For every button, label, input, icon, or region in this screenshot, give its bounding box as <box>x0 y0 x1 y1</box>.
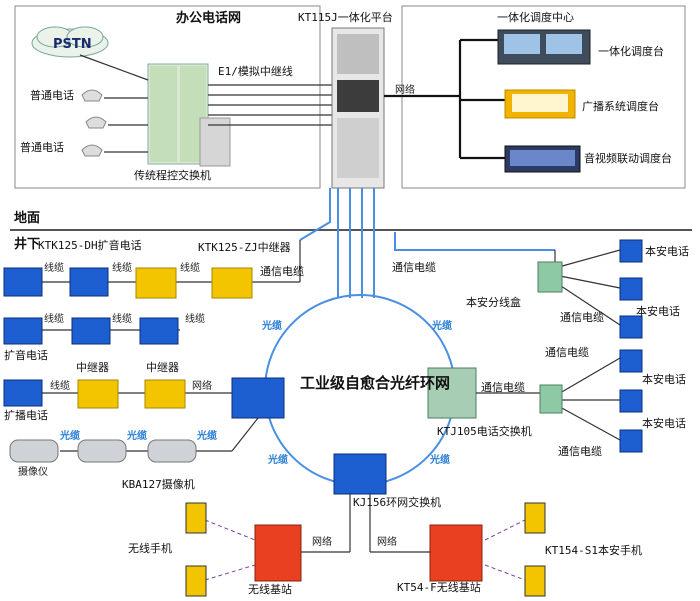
broadcast-phone-icon <box>3 267 179 407</box>
junction-box-icon <box>537 261 563 414</box>
base-station-label: 无线基站 <box>248 583 292 596</box>
left-comm-cable-label: 通信电缆 <box>260 265 304 278</box>
fiber-label: 光缆 <box>197 431 217 442</box>
cable-label: 线缆 <box>44 263 64 274</box>
platform-title: KT115J一体化平台 <box>298 11 393 24</box>
ring-title: 工业级自愈合光纤环网 <box>300 374 451 392</box>
camera-label: 摄像仪 <box>18 467 48 478</box>
wireless-links <box>204 519 526 581</box>
repeater-title: KTK125-ZJ中继器 <box>198 241 291 254</box>
broadcast-console-icon <box>504 89 576 119</box>
trunk-label: E1/模拟中继线 <box>218 65 293 78</box>
fiber-label: 光缆 <box>430 455 450 466</box>
fiber-label: 光缆 <box>432 321 452 332</box>
right-comm-cable-label: 通信电缆 <box>558 445 602 458</box>
cable-label: 线缆 <box>44 314 64 325</box>
wireless-handset-icon <box>185 502 546 597</box>
av-console-label: 音视频联动调度台 <box>584 152 672 165</box>
wireless-handset-label: 无线手机 <box>128 542 172 555</box>
junction-box-label: 本安分线盒 <box>466 296 521 309</box>
phone-label-1: 普通电话 <box>30 89 74 102</box>
fiber-label: 光缆 <box>60 431 80 442</box>
repeater-label: 中继器 <box>76 361 109 374</box>
platform-rack-icon <box>331 27 385 189</box>
right-comm-cable-label: 通信电缆 <box>481 381 525 394</box>
dispatch-console-label: 一体化调度台 <box>598 45 664 58</box>
cable-label: 线缆 <box>112 314 132 325</box>
phone-icon <box>81 89 107 157</box>
broadcast-console-label: 广播系统调度台 <box>582 100 659 113</box>
bottom-network-label: 网络 <box>312 537 332 548</box>
camera-icon <box>9 439 197 463</box>
repeater-icon <box>77 267 253 409</box>
cable-label: 线缆 <box>50 381 70 392</box>
rack-to-ring-lines <box>337 188 375 298</box>
bottom-lines <box>300 494 430 553</box>
broadcast-phone-label-2: 扩播电话 <box>4 409 48 422</box>
handset-model-label: KT154-S1本安手机 <box>545 544 642 557</box>
right-comm-cable-label: 通信电缆 <box>545 346 589 359</box>
dispatch-network-lines <box>384 38 505 160</box>
broadcast-phone-label: 扩音电话 <box>4 349 48 362</box>
base-station-model-label: KT54-F无线基站 <box>397 581 481 594</box>
right-comm-cable-label: 通信电缆 <box>560 311 604 324</box>
pbx-label: 传统程控交换机 <box>134 169 211 182</box>
left-comm-cable <box>299 188 555 251</box>
safe-phone-label: 本安电话 <box>642 417 686 430</box>
underground-label: 井下 <box>14 237 41 252</box>
dispatch-center-title: 一体化调度中心 <box>497 11 574 24</box>
dispatch-console-icon <box>497 29 591 65</box>
platform-network-label: 网络 <box>395 85 415 96</box>
safe-phone-label: 本安电话 <box>636 305 680 318</box>
pstn-label: PSTN <box>53 37 92 52</box>
repeater-label: 中继器 <box>146 361 179 374</box>
fiber-label: 光缆 <box>262 321 282 332</box>
fiber-label: 光缆 <box>127 431 147 442</box>
camera-model-label: KBA127摄像机 <box>122 478 195 491</box>
pstn-cloud-icon <box>31 26 109 58</box>
fiber-label: 光缆 <box>268 455 288 466</box>
right-comm-cable-label: 通信电缆 <box>392 261 436 274</box>
office-network-title: 办公电话网 <box>176 11 242 26</box>
av-console-icon <box>504 145 581 173</box>
cable-label: 线缆 <box>185 314 205 325</box>
safe-phone-label: 本安电话 <box>642 373 686 386</box>
safe-phone-label: 本安电话 <box>645 245 689 258</box>
cable-label: 线缆 <box>112 263 132 274</box>
ring-switch-icon <box>231 367 477 495</box>
base-station-icon <box>254 524 483 582</box>
exchange-label: KTJ105电话交换机 <box>437 425 532 438</box>
ring-switch-label: KJ156环网交换机 <box>353 496 442 509</box>
pbx-cabinet-icon <box>147 63 231 167</box>
phone-label-2: 普通电话 <box>20 141 64 154</box>
left-network-label: 网络 <box>192 381 212 392</box>
safe-phone-icon <box>619 239 643 453</box>
ground-label: 地面 <box>14 211 41 226</box>
right-lines <box>476 249 621 441</box>
bottom-network-label: 网络 <box>377 537 397 548</box>
cable-label: 线缆 <box>180 263 200 274</box>
broadcast-phone-title: KTK125-DH扩音电话 <box>38 239 142 252</box>
office-lines <box>79 54 332 153</box>
